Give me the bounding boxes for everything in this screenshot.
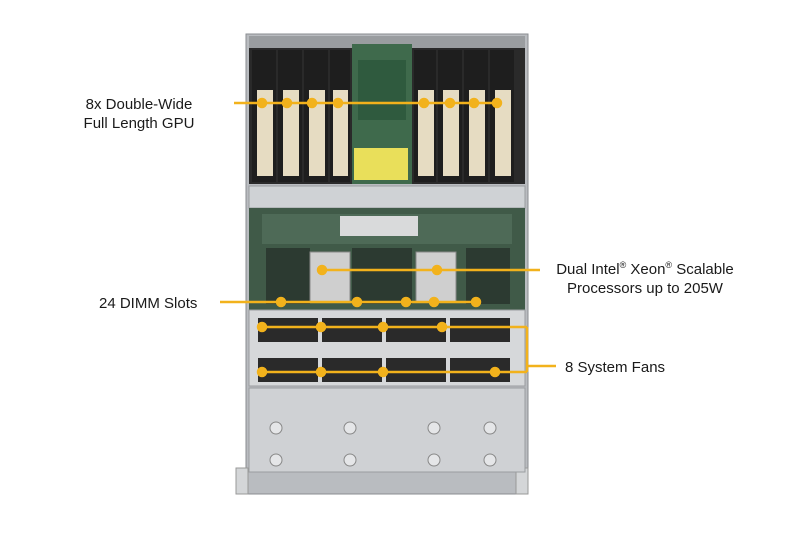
registered-mark: ® [665,260,673,270]
gpu-callout-label: 8x Double-Wide Full Length GPU [60,95,218,133]
pcie-switch-board [352,44,412,184]
cpu-family-text: Xeon [626,261,666,278]
gpu-callout-line2: Full Length GPU [83,115,195,132]
cpu-series-text: Scalable [672,261,734,278]
drive-bay [248,387,526,473]
divider-bracket [248,185,526,209]
cpu-brand-text: Dual Intel [556,261,620,278]
registered-mark: ® [619,260,627,270]
fan-leader-line [256,321,556,378]
fan-callout-label: 8 System Fans [565,359,666,376]
gpu-card [330,50,350,182]
cpu-heatsink [309,251,351,303]
cpu-leader-line [316,264,540,276]
cpu-heatsink [415,251,457,303]
motherboard [249,208,525,310]
gpu-card [278,50,302,182]
gpu-card [414,50,436,182]
dimm-leader-line [220,296,482,308]
cpu-callout-label: Dual Intel® Xeon® Scalable Processors up… [533,260,757,298]
gpu-card [490,50,514,182]
cpu-callout-line2: Processors up to 205W [567,280,723,297]
gpu-card [438,50,462,182]
gpu-card [252,50,276,182]
gpu-card [304,50,328,182]
gpu-leader-line [234,97,503,109]
gpu-bay [249,36,525,184]
gpu-card [464,50,488,182]
cpu-callout-line1: Dual Intel® Xeon® Scalable [533,260,757,279]
gpu-callout-line1: 8x Double-Wide [85,96,193,113]
dimm-callout-label: 24 DIMM Slots [99,295,198,312]
